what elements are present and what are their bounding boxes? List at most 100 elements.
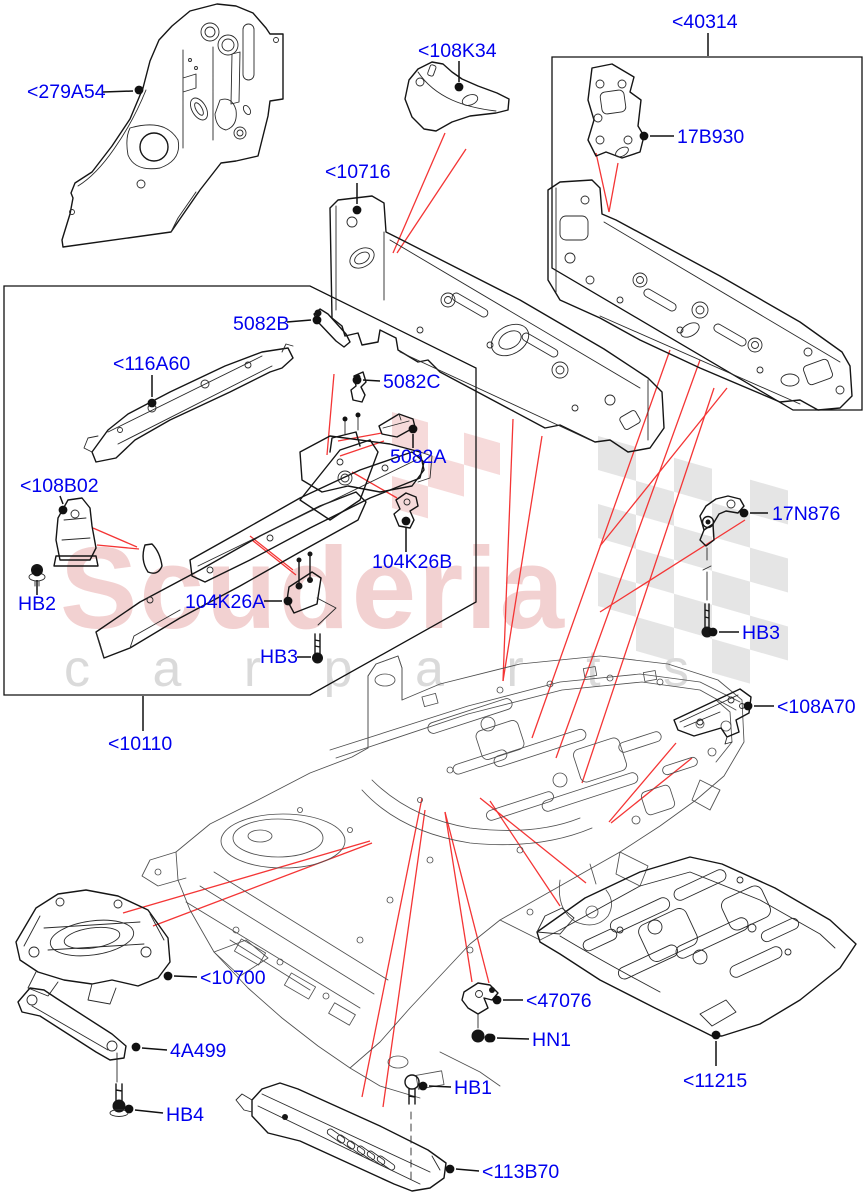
part-back-panel-40314 bbox=[547, 179, 853, 411]
part-crossmember-10700 bbox=[15, 889, 171, 1005]
part-number-link-116A60[interactable]: <116A60 bbox=[113, 353, 190, 375]
leader-dot bbox=[147, 398, 157, 408]
part-sill-113B70 bbox=[235, 1082, 447, 1192]
leader-dot bbox=[131, 1042, 141, 1052]
callout-40314: <40314 bbox=[672, 11, 738, 56]
part-number-link-40314[interactable]: <40314 bbox=[672, 11, 738, 33]
part-wheelhouse-279A54 bbox=[61, 3, 284, 248]
watermark-subtext: c a r p a r t s bbox=[64, 640, 713, 698]
part-number-link-17B930[interactable]: 17B930 bbox=[677, 126, 744, 148]
part-number-link-113B70[interactable]: <113B70 bbox=[482, 1161, 559, 1183]
part-bolt-HB1 bbox=[404, 1074, 420, 1105]
leader-dot bbox=[134, 85, 144, 95]
callout-HN1: HN1 bbox=[486, 1029, 571, 1051]
leader-dot bbox=[408, 424, 418, 434]
leader-dot bbox=[639, 131, 649, 141]
callout-10110: <10110 bbox=[108, 696, 172, 755]
part-number-link-104K26B[interactable]: 104K26B bbox=[372, 551, 452, 573]
part-number-link-HB3-right[interactable]: HB3 bbox=[742, 622, 780, 644]
callout-HB3-right: HB3 bbox=[708, 622, 780, 644]
part-number-link-108A70[interactable]: <108A70 bbox=[777, 696, 856, 718]
callouts: <279A54 <108K34 <40314 17B930 <10716 508… bbox=[18, 11, 856, 1183]
callout-104K26B: 104K26B bbox=[372, 516, 452, 573]
part-number-link-4A499[interactable]: 4A499 bbox=[170, 1040, 226, 1062]
part-number-link-11215[interactable]: <11215 bbox=[683, 1070, 747, 1092]
callout-11215: <11215 bbox=[683, 1030, 747, 1092]
part-number-link-HN1[interactable]: HN1 bbox=[532, 1029, 571, 1051]
part-number-link-47076[interactable]: <47076 bbox=[526, 990, 592, 1012]
leader-dot bbox=[283, 596, 293, 606]
callout-17N876: 17N876 bbox=[739, 503, 840, 525]
callout-10716: <10716 bbox=[325, 161, 391, 215]
group-box-40314 bbox=[551, 56, 863, 411]
callout-HB4: HB4 bbox=[124, 1104, 204, 1126]
part-bracket-104K26B bbox=[393, 492, 419, 529]
part-back-panel-10716 bbox=[329, 195, 665, 453]
leader-dot bbox=[743, 701, 753, 711]
part-rod-5082B bbox=[313, 308, 351, 348]
callout-4A499: 4A499 bbox=[131, 1040, 226, 1062]
part-number-link-10716[interactable]: <10716 bbox=[325, 161, 391, 183]
part-number-link-HB3-left[interactable]: HB3 bbox=[260, 646, 298, 668]
part-bracket-17N876 bbox=[699, 495, 745, 601]
callout-5082C: 5082C bbox=[352, 371, 440, 393]
callout-5082A: 5082A bbox=[390, 424, 446, 468]
callout-108A70: <108A70 bbox=[743, 696, 856, 718]
leader-dot bbox=[124, 1104, 134, 1114]
part-bracket-47076 bbox=[461, 982, 499, 1029]
callout-17B930: 17B930 bbox=[639, 126, 744, 148]
callout-104K26A: 104K26A bbox=[185, 591, 293, 613]
part-number-link-279A54[interactable]: <279A54 bbox=[27, 81, 106, 103]
callout-279A54: <279A54 bbox=[27, 81, 144, 103]
part-number-link-HB4[interactable]: HB4 bbox=[166, 1104, 204, 1126]
callout-5082B: 5082B bbox=[233, 313, 322, 335]
part-number-link-17N876[interactable]: 17N876 bbox=[772, 503, 840, 525]
leader-dot bbox=[708, 627, 718, 637]
callout-116A60: <116A60 bbox=[113, 353, 190, 408]
leader-dot bbox=[492, 995, 502, 1005]
leader-dot bbox=[401, 516, 411, 526]
leader-dot bbox=[739, 508, 749, 518]
part-number-link-10110[interactable]: <10110 bbox=[108, 733, 172, 755]
leader-dot bbox=[454, 82, 464, 92]
callout-HB3-left: HB3 bbox=[260, 646, 322, 668]
part-number-link-5082C[interactable]: 5082C bbox=[383, 371, 440, 393]
part-stud-plate-104K26A bbox=[286, 551, 337, 626]
leader-dot bbox=[312, 315, 322, 325]
leader-dot bbox=[312, 652, 322, 662]
leader-dot bbox=[58, 505, 68, 515]
callout-10700: <10700 bbox=[163, 967, 266, 989]
part-brace-4A499 bbox=[17, 987, 127, 1083]
part-bracket-108B02 bbox=[53, 497, 99, 567]
checkered-flag-watermark-pink bbox=[392, 412, 500, 519]
part-number-link-5082A[interactable]: 5082A bbox=[390, 446, 446, 468]
watermark-brand-text: Scuderia bbox=[60, 523, 566, 653]
callout-108B02: <108B02 bbox=[20, 475, 99, 515]
callout-108K34: <108K34 bbox=[418, 40, 497, 92]
part-number-link-108K34[interactable]: <108K34 bbox=[418, 40, 497, 62]
leader-dot bbox=[352, 205, 362, 215]
callout-113B70: <113B70 bbox=[445, 1161, 559, 1183]
part-number-link-HB2[interactable]: HB2 bbox=[18, 593, 56, 615]
part-bolt-HB4 bbox=[109, 1083, 129, 1117]
leader-dot bbox=[711, 1030, 721, 1040]
leader-dot bbox=[418, 1081, 428, 1091]
leader-dot bbox=[352, 375, 362, 385]
part-bracket-108K34 bbox=[404, 61, 510, 132]
part-number-link-HB1[interactable]: HB1 bbox=[454, 1077, 492, 1099]
callout-HB2: HB2 bbox=[18, 567, 56, 615]
callout-HB1: HB1 bbox=[418, 1077, 492, 1099]
red-locator-lines bbox=[92, 132, 746, 1108]
part-number-link-10700[interactable]: <10700 bbox=[200, 967, 266, 989]
part-bracket-17B930 bbox=[587, 63, 645, 159]
leader-dot bbox=[445, 1164, 455, 1174]
part-number-link-108B02[interactable]: <108B02 bbox=[20, 475, 99, 497]
group-box-10110 bbox=[3, 285, 477, 696]
part-floor-pan-11215 bbox=[536, 856, 857, 1037]
part-number-link-5082B[interactable]: 5082B bbox=[233, 313, 289, 335]
leader-dot bbox=[163, 971, 173, 981]
part-rail-assembly-10110 bbox=[95, 412, 433, 659]
part-number-link-104K26A[interactable]: 104K26A bbox=[185, 591, 265, 613]
